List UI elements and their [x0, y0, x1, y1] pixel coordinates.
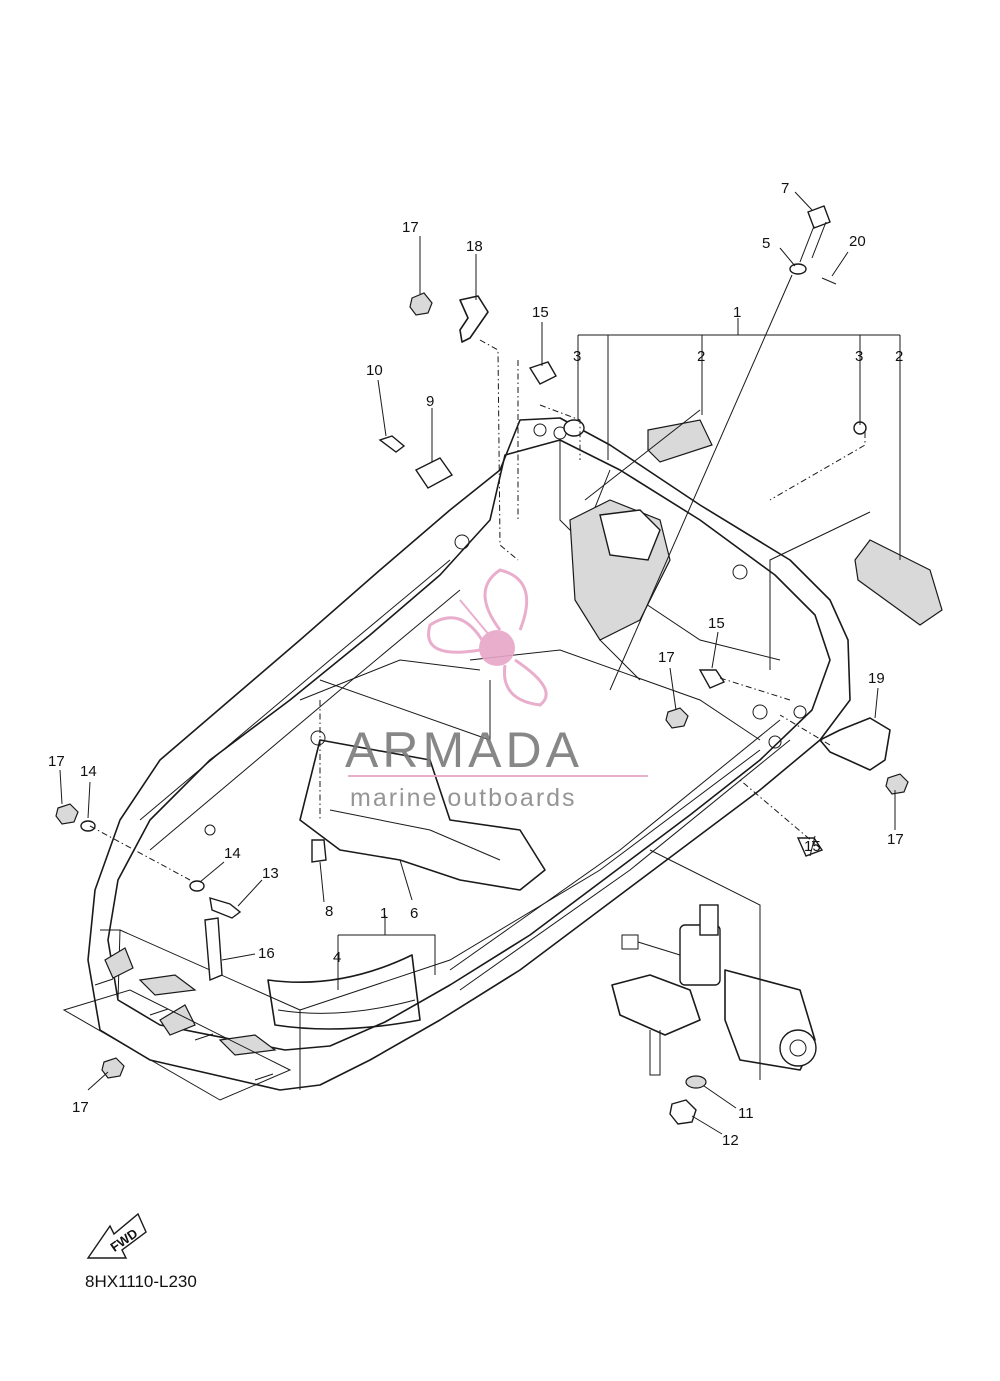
callout-15-mid: 15 — [708, 615, 725, 632]
callout-17-mid: 17 — [658, 649, 675, 666]
callout-11: 11 — [738, 1105, 754, 1122]
callout-15-top: 15 — [532, 304, 549, 321]
callout-8: 8 — [325, 903, 333, 920]
callout-1-bottom: 1 — [380, 905, 388, 922]
leader-lines — [59, 191, 896, 1135]
callout-14-left: 14 — [80, 763, 97, 780]
callout-2-left: 2 — [697, 348, 705, 365]
hardware — [55, 205, 909, 1125]
watermark-brand: ARMADA — [345, 722, 583, 778]
part-2-pads — [647, 419, 943, 626]
callout-3-left: 3 — [573, 348, 581, 365]
part-6-mat — [299, 739, 546, 891]
callout-17-left: 17 — [48, 753, 65, 770]
callout-10: 10 — [366, 362, 383, 379]
callout-7: 7 — [781, 180, 789, 197]
callout-15-right: 15 — [804, 838, 821, 855]
hull-frame — [87, 417, 851, 1091]
fwd-arrow-icon: FWD — [86, 1212, 147, 1259]
callout-12: 12 — [722, 1132, 739, 1149]
callout-4: 4 — [333, 949, 341, 966]
callout-16: 16 — [258, 945, 275, 962]
diagram-code: 8HX1110-L230 — [85, 1272, 197, 1291]
callout-19: 19 — [868, 670, 885, 687]
steering-actuator — [611, 904, 817, 1076]
callout-20: 20 — [849, 233, 866, 250]
callout-1-top: 1 — [733, 304, 741, 321]
callout-3-right: 3 — [855, 348, 863, 365]
watermark-tagline: marine outboards — [350, 784, 577, 812]
callout-17-bottom: 17 — [72, 1099, 89, 1116]
callout-14-mid: 14 — [224, 845, 241, 862]
watermark-underline — [348, 775, 648, 777]
callout-17-right: 17 — [887, 831, 904, 848]
callout-13: 13 — [262, 865, 279, 882]
callout-17-top: 17 — [402, 219, 419, 236]
propeller-logo-icon — [427, 568, 548, 707]
callout-2-right: 2 — [895, 348, 903, 365]
callout-18: 18 — [466, 238, 483, 255]
callout-labels: 7 20 5 17 18 15 1 3 2 3 2 10 9 15 17 19 … — [48, 180, 904, 1149]
callout-6: 6 — [410, 905, 418, 922]
center-lines — [62, 274, 901, 1101]
watermark: ARMADA marine outboards — [345, 568, 648, 812]
part-16-tag — [204, 917, 223, 982]
callout-9: 9 — [426, 393, 434, 410]
callout-5: 5 — [762, 235, 770, 252]
part-4-decal — [267, 954, 421, 1030]
